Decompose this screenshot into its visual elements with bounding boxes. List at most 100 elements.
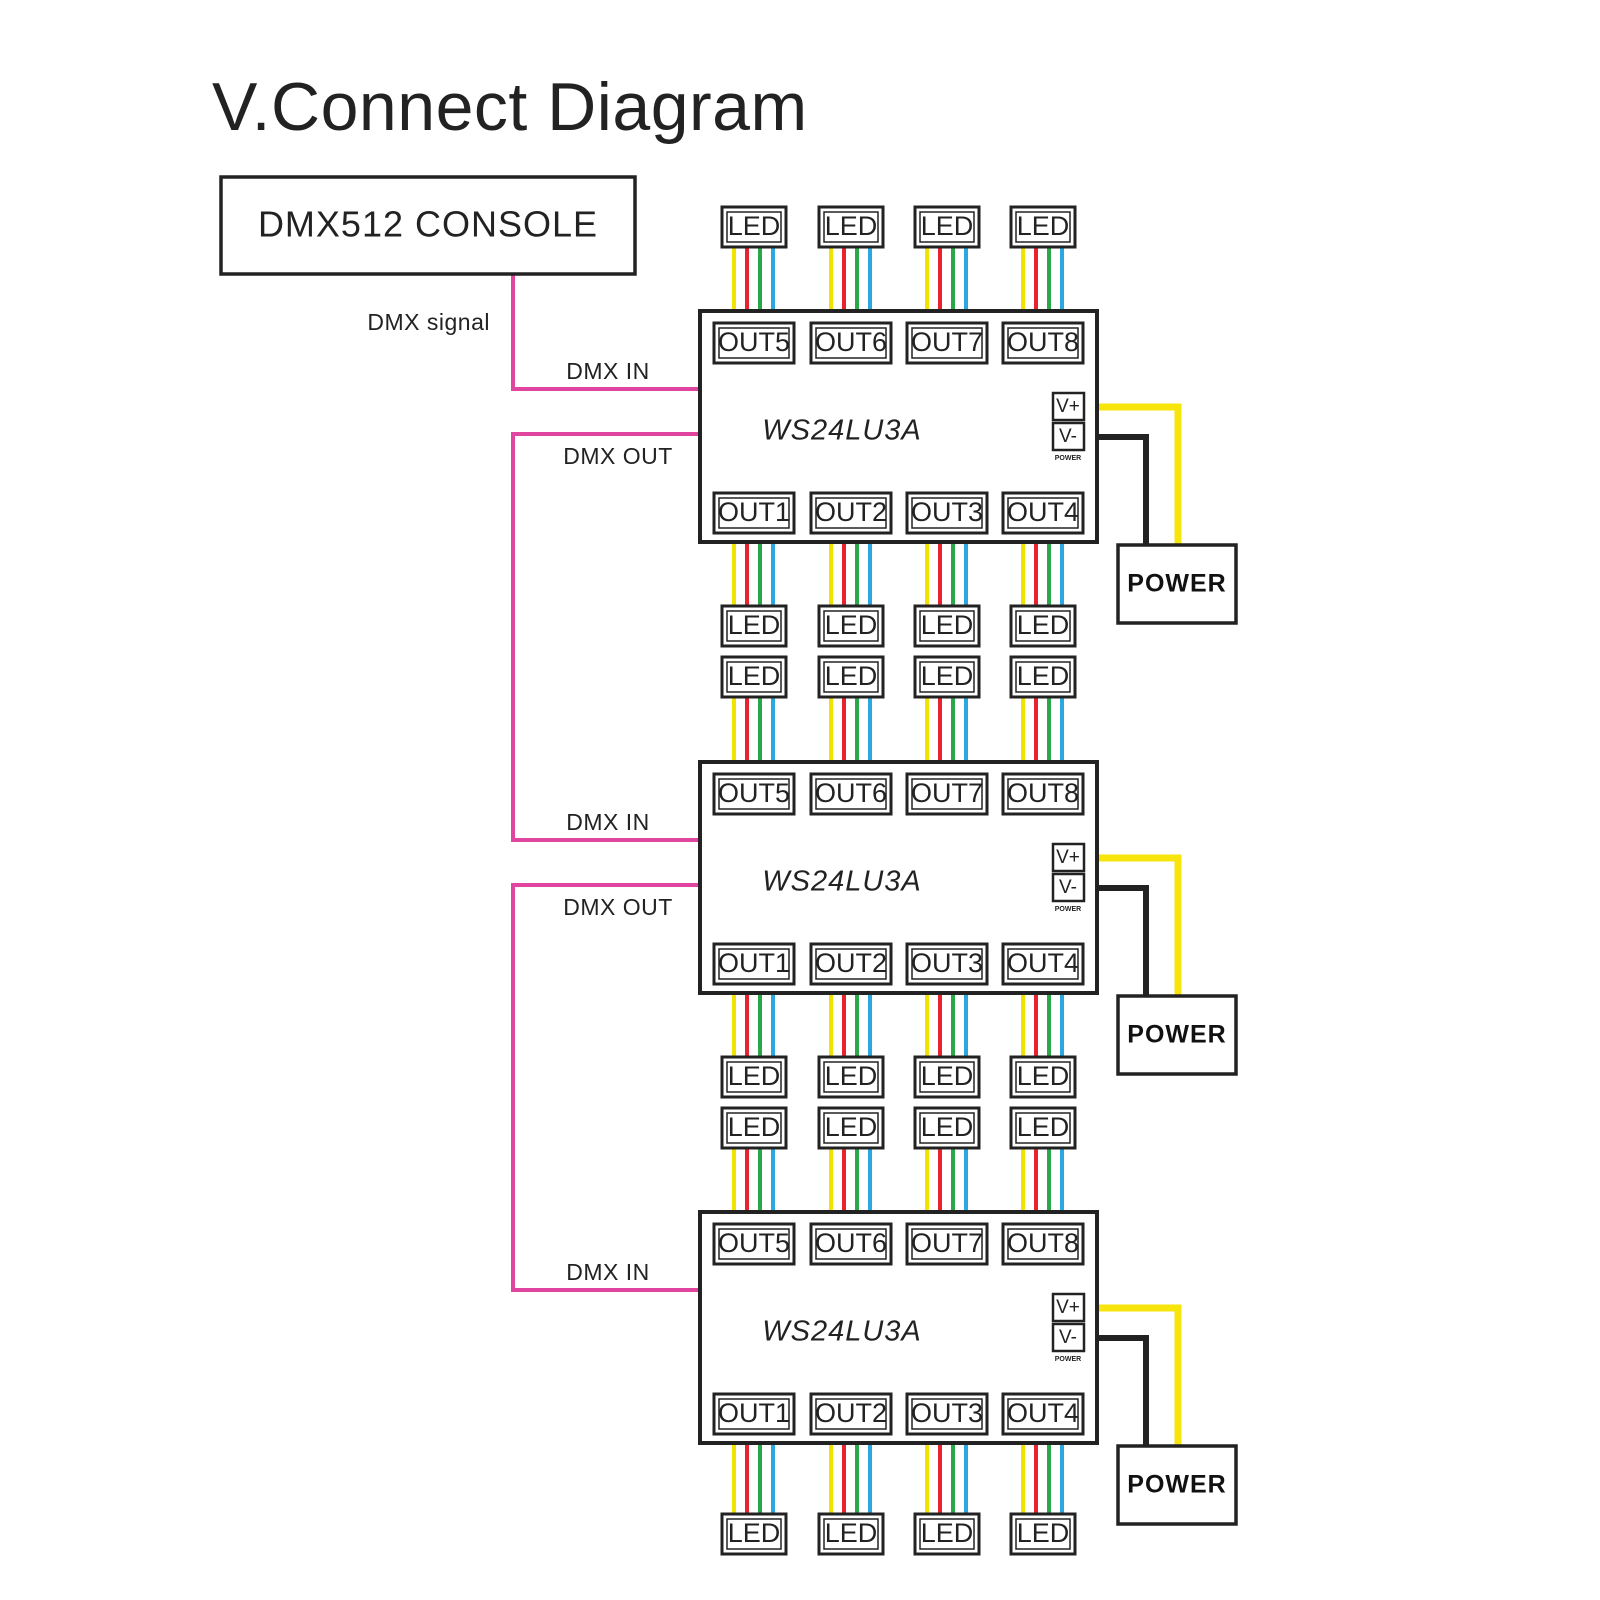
dmx-signal-label: DMX signal [367, 309, 490, 335]
led-box [817, 604, 885, 648]
rgb-wire-bundle [732, 993, 775, 1061]
led-box-inner [919, 610, 975, 642]
output-port-label: OUT5 [718, 1228, 790, 1258]
rgb-wire-bundle [829, 542, 872, 610]
led-box [1009, 1106, 1077, 1150]
output-port: OUT5 [712, 321, 796, 365]
led-box-inner [919, 1061, 975, 1093]
rgb-wire-bundle [925, 698, 968, 762]
led-box [913, 1106, 981, 1150]
output-port-box [809, 1392, 893, 1436]
output-port: OUT2 [809, 1392, 893, 1436]
output-port-inner [815, 1228, 887, 1260]
output-port-inner [718, 778, 790, 810]
output-port-inner [718, 1398, 790, 1430]
dmx-in-label: DMX IN [566, 809, 650, 835]
output-port-box [712, 772, 796, 816]
dmx-out-label: DMX OUT [563, 443, 673, 469]
led-box-inner [919, 1518, 975, 1550]
dmx512-console: DMX512 CONSOLE [219, 175, 637, 276]
output-port-inner [911, 327, 983, 359]
dmx-in-label: DMX IN [566, 358, 650, 384]
rgb-wire-bundle [1021, 1443, 1064, 1514]
led-module: LED [1009, 1106, 1077, 1150]
power-terminal-block: V+V-POWER [1051, 1292, 1086, 1363]
led-module: LED [913, 1106, 981, 1150]
output-port-box [712, 321, 796, 365]
output-port-inner [1007, 1228, 1079, 1260]
power-terminal-block: V+V-POWER [1051, 391, 1086, 462]
led-label: LED [921, 1112, 974, 1142]
rgb-wire-bundle [925, 993, 968, 1061]
led-box [913, 655, 981, 699]
output-port: OUT5 [712, 772, 796, 816]
output-port: OUT5 [712, 1222, 796, 1266]
output-port-box [712, 1222, 796, 1266]
led-module: LED [720, 604, 788, 648]
led-box-inner [1015, 1112, 1071, 1144]
output-port-box [712, 491, 796, 535]
led-box-inner [1015, 610, 1071, 642]
led-module: LED [913, 205, 981, 249]
v-plus-label: V+ [1056, 847, 1080, 868]
led-label: LED [1017, 661, 1070, 691]
output-port-label: OUT7 [911, 327, 983, 357]
output-port: OUT3 [905, 491, 989, 535]
output-port-inner [718, 327, 790, 359]
rgb-wire-bundle [925, 1443, 968, 1514]
led-box-inner [1015, 661, 1071, 693]
v-minus-label: V- [1059, 877, 1077, 898]
rgb-wire-bundle [829, 1148, 872, 1212]
output-port-label: OUT2 [815, 1398, 887, 1428]
output-port-label: OUT7 [911, 1228, 983, 1258]
led-box [720, 1512, 788, 1556]
led-label: LED [825, 610, 878, 640]
rgb-wire-bundle [732, 542, 775, 610]
output-port-box [712, 942, 796, 986]
output-port-box [1001, 1222, 1085, 1266]
output-port-label: OUT1 [718, 948, 790, 978]
rgb-wire-bundle [829, 993, 872, 1061]
v-minus-label: V- [1059, 1327, 1077, 1348]
output-port-label: OUT8 [1007, 327, 1079, 357]
power-box [1116, 543, 1238, 625]
led-module: LED [720, 655, 788, 699]
dmx-signal-line [511, 275, 700, 391]
output-port: OUT6 [809, 772, 893, 816]
output-port-box [905, 772, 989, 816]
led-label: LED [728, 1061, 781, 1091]
led-box-inner [823, 610, 879, 642]
led-module: LED [720, 205, 788, 249]
power-label: POWER [1127, 570, 1226, 598]
led-box [817, 655, 885, 699]
rgb-wire-bundle [1021, 542, 1064, 610]
dmx-out-label: DMX OUT [563, 894, 673, 920]
output-port-label: OUT3 [911, 948, 983, 978]
output-port-inner [718, 497, 790, 529]
v-plus-label: V+ [1056, 1297, 1080, 1318]
output-port: OUT8 [1001, 1222, 1085, 1266]
v-plus-terminal [1051, 1292, 1086, 1323]
power-label: POWER [1127, 1471, 1226, 1499]
power-negative-wire [1084, 1335, 1149, 1446]
page-title: V.Connect Diagram [212, 69, 808, 145]
led-label: LED [825, 1112, 878, 1142]
led-box [817, 205, 885, 249]
output-port-label: OUT4 [1007, 948, 1079, 978]
led-module: LED [1009, 205, 1077, 249]
led-box [720, 604, 788, 648]
output-port: OUT7 [905, 772, 989, 816]
controller-model-label: WS24LU3A [762, 1316, 922, 1348]
led-box-inner [823, 1061, 879, 1093]
led-box [1009, 655, 1077, 699]
rgb-wire-bundle [829, 698, 872, 762]
led-box-inner [726, 211, 782, 243]
led-box [817, 1512, 885, 1556]
power-positive-wire [1084, 854, 1182, 996]
output-port-inner [911, 1398, 983, 1430]
output-port: OUT8 [1001, 321, 1085, 365]
led-box-inner [919, 661, 975, 693]
v-plus-label: V+ [1056, 396, 1080, 417]
output-port-inner [815, 1398, 887, 1430]
led-module: LED [913, 604, 981, 648]
